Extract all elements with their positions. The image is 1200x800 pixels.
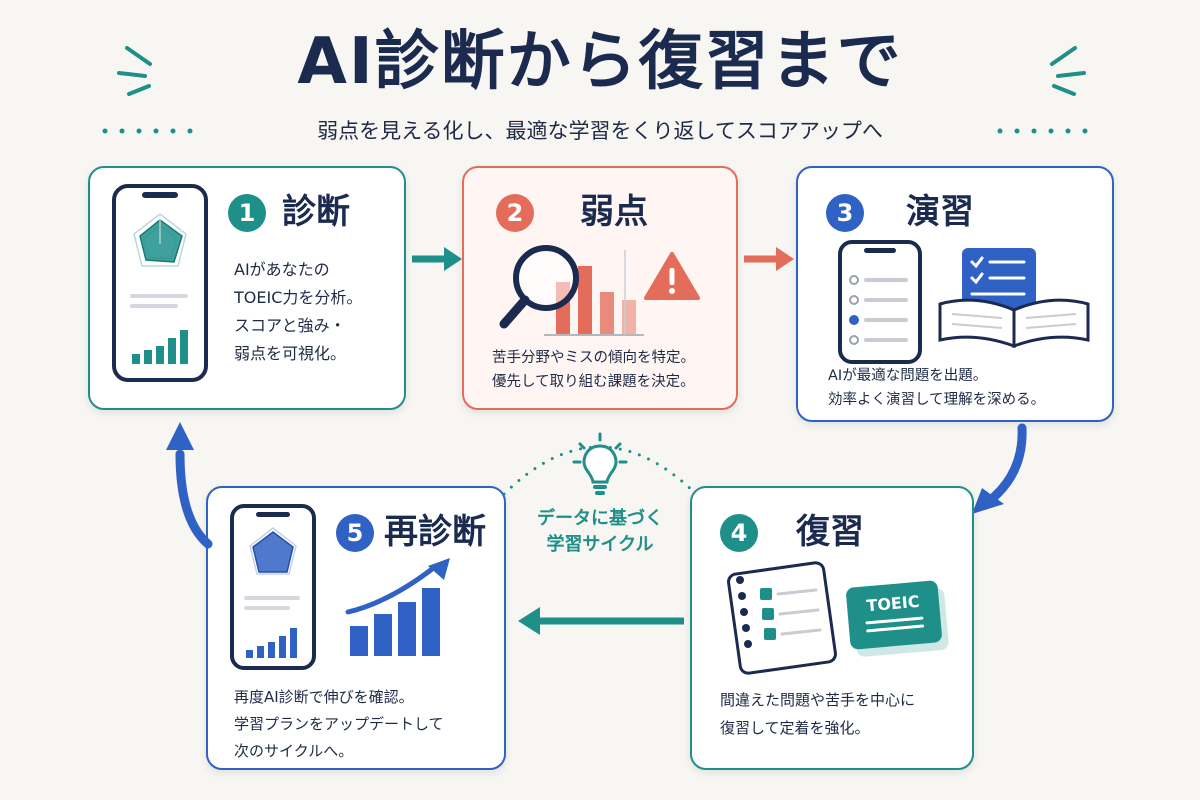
subtitle-right-dots <box>997 128 1088 134</box>
subtitle-left-dots <box>102 128 193 134</box>
page-subtitle: 弱点を見える化し、最適な学習をくり返してスコアアップへ <box>317 119 883 143</box>
step-2-label: 弱点 <box>580 192 648 232</box>
step-1-number: 1 <box>228 194 266 232</box>
bar-chart-icon <box>132 330 188 364</box>
arrow-step3-to-step4 <box>972 423 1027 514</box>
toeic-card-icon: TOEIC <box>845 580 943 650</box>
step-5-description: 再度AI診断で伸びを確認。 学習プランをアップデートして 次のサイクルへ。 <box>234 688 444 760</box>
radar-chart-icon <box>249 527 297 575</box>
magnifier-bar-chart-icon <box>499 245 700 336</box>
step-4-number: 4 <box>720 514 758 552</box>
step-5-number: 5 <box>336 514 374 552</box>
lightbulb-icon <box>572 432 628 495</box>
bar-chart-icon <box>246 628 297 658</box>
checklist-book-icon <box>938 248 1090 349</box>
cycle-caption: データに基づく 学習サイクル <box>537 508 663 555</box>
step-3-card: 3 演習 <box>796 166 1114 422</box>
phone-checklist-icon <box>838 240 922 364</box>
step-4-label: 復習 <box>796 512 864 552</box>
notebook-checklist-icon <box>727 561 837 675</box>
magnifier-icon <box>499 245 579 329</box>
step-2-description: 苦手分野やミスの傾向を特定。 優先して取り組む課題を決定。 <box>492 350 695 390</box>
step-5-label: 再診断 <box>384 512 486 552</box>
step-4-card: 4 復習 TOEIC 間違えた問題や苦手を中心に 復習して定着を強化。 <box>690 486 974 770</box>
step-1-label: 診断 <box>282 192 350 232</box>
warning-icon <box>644 252 700 300</box>
step-1-card: 1 診断 AIがあなたの TOEIC力を分析。 スコアと強み・ 弱点を可視化。 <box>88 166 406 410</box>
arrow-step1-to-step2 <box>412 247 462 271</box>
title-right-sparkle-icon <box>1050 46 1086 96</box>
arrow-step4-to-step5 <box>518 607 684 635</box>
step-1-description: AIがあなたの TOEIC力を分析。 スコアと強み・ 弱点を可視化。 <box>234 260 363 363</box>
step-4-description: 間違えた問題や苦手を中心に 復習して定着を強化。 <box>720 691 916 737</box>
step-3-description: AIが最適な問題を出題。 効率よく演習して理解を深める。 <box>828 368 1046 408</box>
checklist-icon <box>962 248 1036 312</box>
rising-bar-chart-icon <box>345 558 450 656</box>
step-5-card: 5 再診断 再度AI診断で伸びを確認。 学習プランをアップデートして 次のサイク… <box>206 486 506 770</box>
phone-radar-icon-blue <box>230 504 316 670</box>
title-left-sparkle-icon <box>117 46 152 96</box>
step-3-label: 演習 <box>906 192 974 232</box>
arrow-step2-to-step3 <box>744 247 794 271</box>
open-book-icon <box>938 298 1090 349</box>
radar-chart-icon <box>133 213 187 267</box>
step-2-card: 2 弱点 苦手分野やミスの傾向を特定。 優先して取り組む課題を決定。 <box>462 166 738 410</box>
step-3-number: 3 <box>826 194 864 232</box>
toeic-card-text: TOEIC <box>865 591 921 616</box>
phone-radar-icon <box>112 184 208 382</box>
step-2-number: 2 <box>496 194 534 232</box>
arrow-step5-to-step1 <box>166 422 213 549</box>
page-title: AI診断から復習まで <box>297 25 903 99</box>
